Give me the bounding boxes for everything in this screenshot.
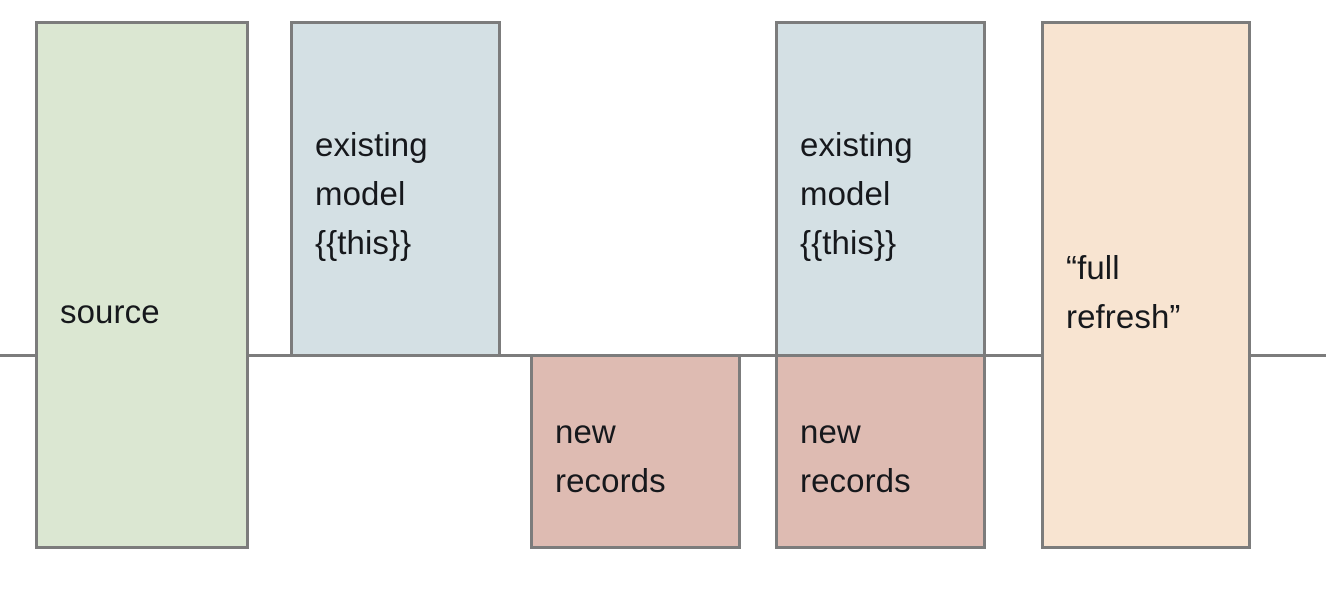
block-full-refresh-label: “full refresh” xyxy=(1066,249,1181,335)
block-source-label: source xyxy=(60,293,160,330)
block-new-records-2[interactable]: new records xyxy=(775,354,986,549)
block-existing-model-2-label: existing model {{this}} xyxy=(800,126,913,261)
block-existing-model-2[interactable]: existing model {{this}} xyxy=(775,21,986,357)
block-existing-model-1-label: existing model {{this}} xyxy=(315,126,428,261)
block-full-refresh[interactable]: “full refresh” xyxy=(1041,21,1251,549)
block-existing-model-1[interactable]: existing model {{this}} xyxy=(290,21,501,357)
block-source[interactable]: source xyxy=(35,21,249,549)
block-new-records-1[interactable]: new records xyxy=(530,354,741,549)
block-new-records-1-label: new records xyxy=(555,413,666,499)
block-new-records-2-label: new records xyxy=(800,413,911,499)
